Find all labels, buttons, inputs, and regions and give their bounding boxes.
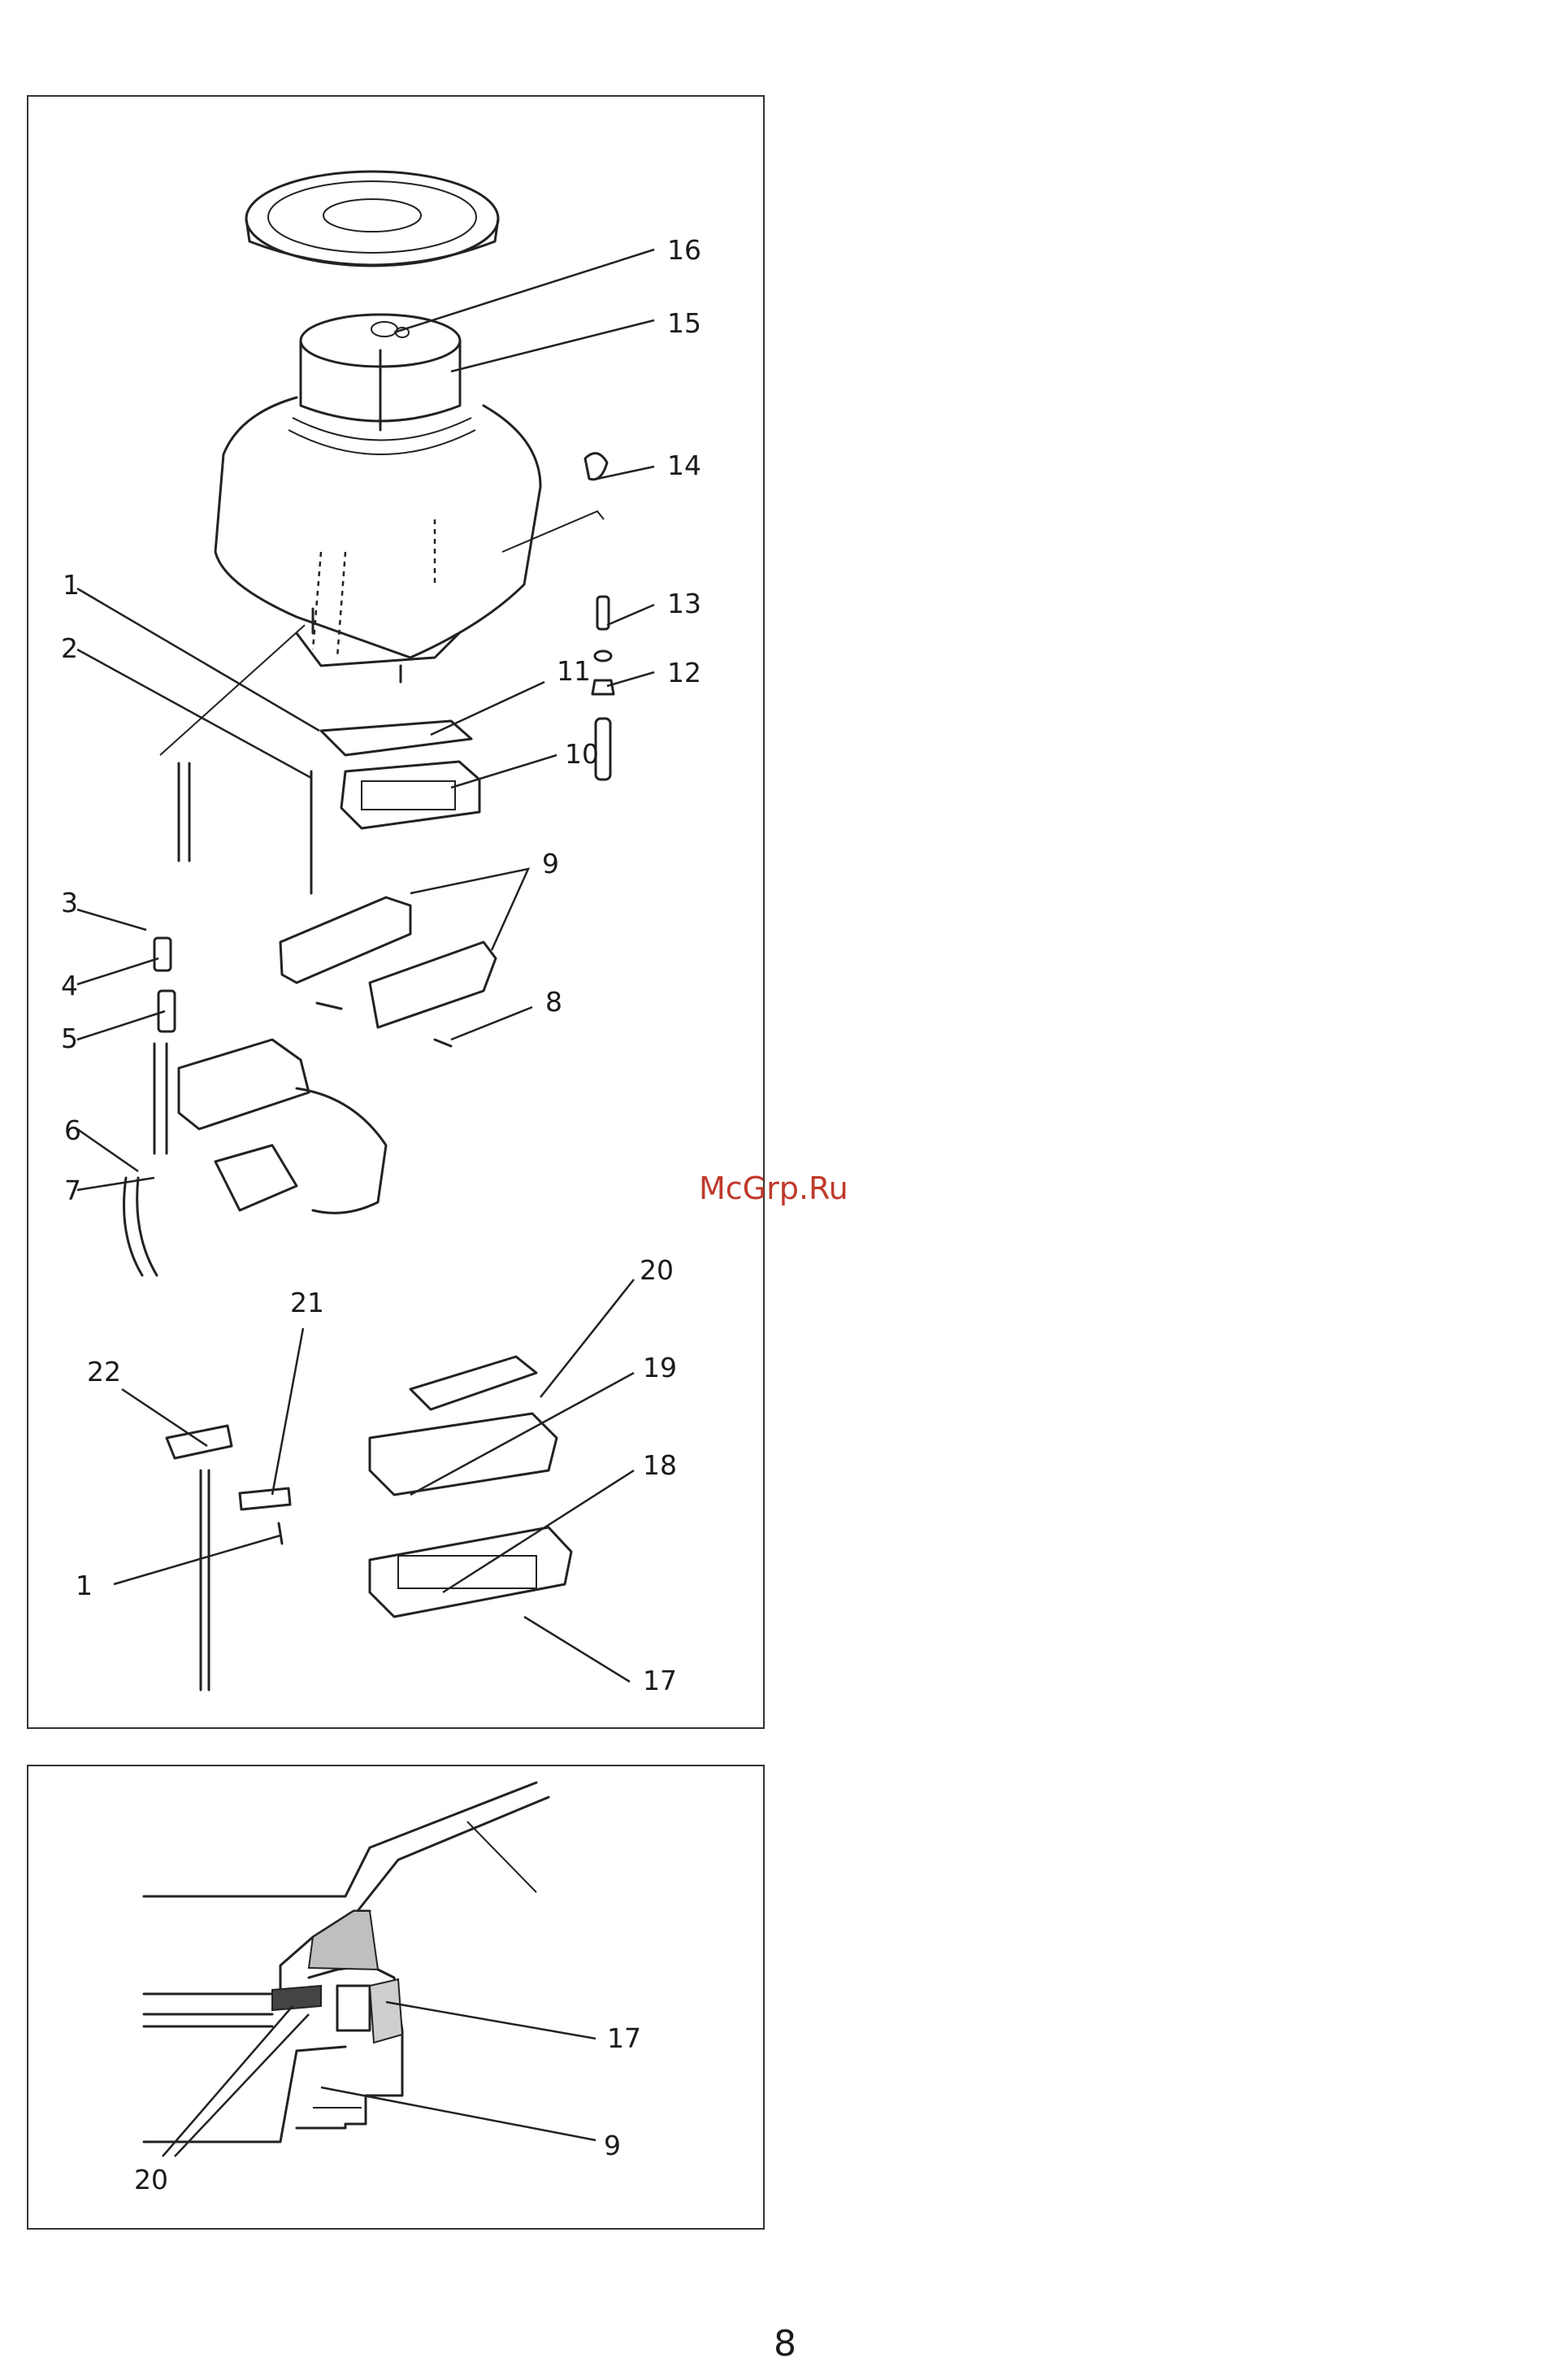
callout-1-upper: 1 xyxy=(63,569,80,601)
callout-17: 17 xyxy=(643,1665,677,1696)
leader-3 xyxy=(77,910,146,930)
callout-16: 16 xyxy=(667,234,701,266)
leader-1b xyxy=(114,1535,280,1584)
leader-7 xyxy=(77,1178,154,1190)
leader-11 xyxy=(431,682,544,735)
leader-5 xyxy=(77,1011,165,1040)
leader-6 xyxy=(77,1129,138,1171)
exploded-view-drawing: 16 15 14 13 12 11 10 9 8 1 2 3 4 5 6 7 2… xyxy=(28,97,763,1727)
leader-10 xyxy=(451,755,557,788)
exploded-view-panel: 16 15 14 13 12 11 10 9 8 1 2 3 4 5 6 7 2… xyxy=(27,95,765,1729)
callout-18: 18 xyxy=(643,1449,677,1481)
leader-12 xyxy=(607,672,654,686)
callout-5: 5 xyxy=(61,1023,78,1054)
sprayer-base xyxy=(124,1040,387,1275)
callout-6: 6 xyxy=(64,1114,81,1146)
callout-15: 15 xyxy=(667,307,701,339)
section-callout-20: 20 xyxy=(134,2164,168,2195)
section-callout-9: 9 xyxy=(604,2130,621,2161)
tank-cap xyxy=(246,172,498,266)
section-outline xyxy=(144,1783,549,2142)
callout-1-lower: 1 xyxy=(76,1570,93,1601)
leader-8 xyxy=(451,1007,532,1040)
callout-12: 12 xyxy=(667,657,701,688)
cross-section-panel: 17 9 20 xyxy=(27,1765,765,2230)
callout-2: 2 xyxy=(61,632,78,664)
callout-10: 10 xyxy=(565,738,599,770)
tank-body xyxy=(215,397,540,682)
leader-17 xyxy=(524,1617,630,1682)
callout-7: 7 xyxy=(64,1175,81,1206)
leader-21 xyxy=(272,1328,303,1495)
callout-9: 9 xyxy=(542,848,559,879)
leader-4 xyxy=(77,958,158,984)
section-callout-17: 17 xyxy=(607,2022,641,2054)
cross-section-drawing: 17 9 20 xyxy=(28,1766,763,2228)
callout-3: 3 xyxy=(61,887,78,919)
callout-21: 21 xyxy=(290,1287,324,1318)
filter-plates xyxy=(321,721,479,828)
watermark-text: McGrp.Ru xyxy=(699,1170,848,1206)
parts-right-column xyxy=(502,454,614,780)
callout-14: 14 xyxy=(667,450,701,481)
leader-15 xyxy=(451,320,654,371)
handles xyxy=(280,897,496,1046)
leader-2 xyxy=(77,649,311,778)
lever-assembly xyxy=(167,1426,290,1690)
callout-20: 20 xyxy=(640,1254,674,1286)
page-number: 8 xyxy=(774,2323,796,2365)
callout-22: 22 xyxy=(87,1356,121,1388)
leader-13 xyxy=(607,605,654,625)
leader-16 xyxy=(394,250,654,332)
leader-section-20b xyxy=(175,2014,309,2156)
callout-4: 4 xyxy=(61,970,78,1001)
leader-section-9 xyxy=(321,2087,596,2140)
leader-section-20a xyxy=(163,2006,293,2156)
leader-section-17 xyxy=(386,2002,596,2039)
callout-11: 11 xyxy=(557,655,591,687)
callout-8: 8 xyxy=(545,986,562,1018)
leader-19 xyxy=(410,1373,634,1495)
leader-9 xyxy=(410,869,528,950)
leader-22 xyxy=(122,1389,207,1446)
callout-13: 13 xyxy=(667,588,701,619)
callout-19: 19 xyxy=(643,1352,677,1383)
leader-18 xyxy=(443,1470,634,1592)
filter-basket xyxy=(301,315,460,430)
